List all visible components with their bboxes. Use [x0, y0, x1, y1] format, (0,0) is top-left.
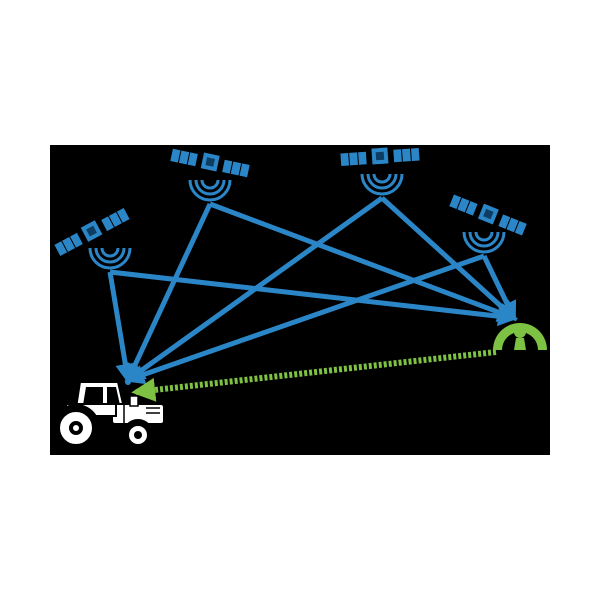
- satellite-icon: [447, 192, 529, 238]
- tractor-icon: [52, 379, 165, 452]
- rtk-correction-link: [131, 349, 497, 402]
- signal-link-sat-4-to-tractor: [124, 253, 485, 385]
- signal-link-sat-2-to-base: [209, 201, 518, 322]
- satellite-icon: [52, 206, 132, 258]
- signal-link-sat-2-to-tractor: [125, 202, 213, 384]
- signal-links: [107, 195, 518, 385]
- rtk-base-station-icon: [493, 323, 547, 350]
- signal-link-sat-4-to-base: [481, 254, 517, 322]
- signal-link-sat-3-to-tractor: [124, 195, 384, 383]
- signal-link-sat-1-to-tractor: [107, 271, 136, 384]
- signal-wave-icon: [188, 179, 232, 202]
- satellites: [52, 145, 529, 270]
- correction-link-base-to-tractor: [131, 349, 497, 402]
- signal-link-sat-3-to-base: [380, 196, 517, 321]
- signal-wave-icon: [88, 247, 132, 270]
- signal-wave-icon: [360, 173, 404, 196]
- signal-wave-icon: [462, 231, 506, 254]
- satellite-icon: [338, 145, 422, 168]
- satellite-icon: [168, 146, 252, 180]
